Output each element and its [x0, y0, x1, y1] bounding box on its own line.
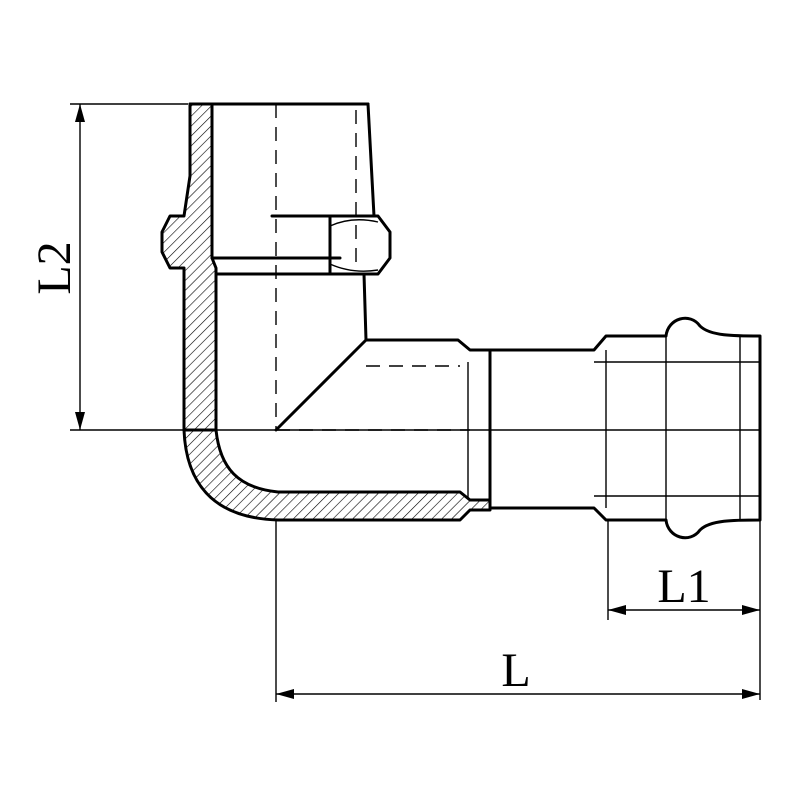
vertical-wall-section: [160, 102, 218, 432]
dimension-l2: L2: [28, 103, 188, 430]
dimension-l: L: [275, 520, 760, 702]
hatched-section: [160, 102, 492, 522]
press-spigot: [488, 316, 762, 540]
dimension-label-l: L: [501, 644, 530, 697]
dimension-label-l1: L1: [657, 560, 710, 613]
bend-wall-section: [182, 428, 492, 522]
center-lines: [70, 104, 760, 431]
fitting-outline: [188, 102, 762, 540]
dimension-label-l2: L2: [28, 241, 81, 294]
dimension-l1: L1: [607, 520, 761, 700]
